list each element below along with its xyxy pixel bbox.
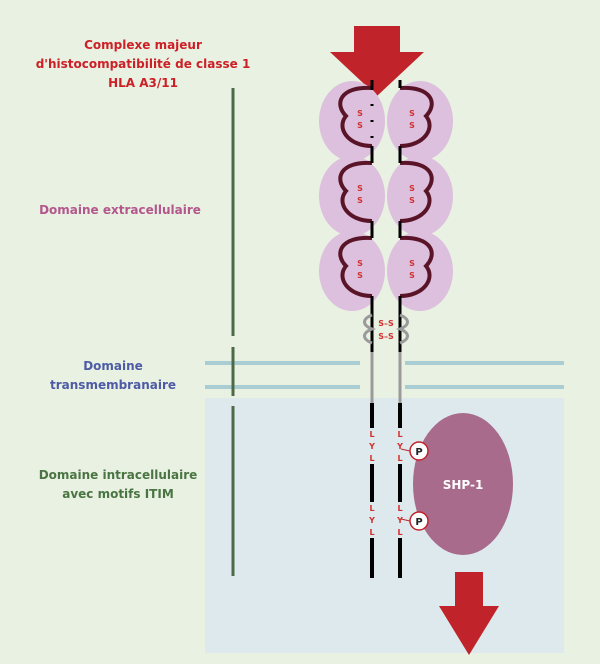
ig-domain-left-2 [319, 156, 385, 236]
itim-y1-left: Y [368, 442, 375, 451]
intradomain-disulfides: S S S S S S S S S S S S [357, 109, 415, 280]
ss-left-3b: S [357, 271, 363, 280]
itim-l1-left-b: L [369, 454, 374, 463]
itim-motifs: L Y L L Y L L Y L L Y L [366, 428, 406, 538]
itim-l2-left-a: L [369, 504, 374, 513]
incoming-signal-arrow [330, 26, 424, 96]
title-line-3: HLA A3/11 [108, 76, 178, 90]
ss-left-3a: S [357, 259, 363, 268]
hinge-region: S–S S–S [363, 313, 409, 345]
transmembrane-label-line-2: transmembranaire [50, 378, 176, 392]
itim-y2-left: Y [368, 516, 375, 525]
shp1-enzyme [413, 413, 513, 555]
itim-l2-right-b: L [397, 528, 402, 537]
intracellular-label-line-1: Domaine intracellulaire [39, 468, 198, 482]
title-line-1: Complexe majeur [84, 38, 202, 52]
ig-domains [319, 80, 453, 315]
itim-y2-right: Y [396, 516, 403, 525]
shp1-label: SHP-1 [443, 478, 484, 492]
ig-domain-left-3 [319, 231, 385, 311]
phosphate-groups: P P [400, 441, 429, 531]
interchain-ss-1: S–S [378, 319, 394, 328]
intracellular-label-line-2: avec motifs ITIM [62, 487, 174, 501]
phosphate-2-label: P [415, 517, 422, 528]
ig-domain-right-3 [387, 231, 453, 311]
ss-left-2a: S [357, 184, 363, 193]
ss-right-1b: S [409, 121, 415, 130]
ss-right-2b: S [409, 196, 415, 205]
intracellular-domain-label: Domaine intracellulaire avec motifs ITIM [39, 468, 198, 501]
extracellular-domain-label: Domaine extracellulaire [39, 203, 201, 217]
ss-left-1a: S [357, 109, 363, 118]
ss-right-3b: S [409, 271, 415, 280]
ss-right-1a: S [409, 109, 415, 118]
ss-left-1b: S [357, 121, 363, 130]
cell-membrane [205, 361, 564, 389]
ss-right-3a: S [409, 259, 415, 268]
itim-y1-right: Y [396, 442, 403, 451]
ig-domain-left-1 [319, 81, 385, 161]
itim-l2-left-b: L [369, 528, 374, 537]
ig-domain-right-1 [387, 81, 453, 161]
itim-l2-right-a: L [397, 504, 402, 513]
interchain-ss-2: S–S [378, 332, 394, 341]
transmembrane-domain-label: Domaine transmembranaire [50, 359, 176, 392]
page-title: Complexe majeur d'histocompatibilité de … [36, 38, 251, 90]
itim-l1-right-a: L [397, 430, 402, 439]
ig-domain-right-2 [387, 156, 453, 236]
outgoing-signal-arrow [439, 572, 499, 655]
ss-right-2a: S [409, 184, 415, 193]
ss-left-2b: S [357, 196, 363, 205]
transmembrane-label-line-1: Domaine [83, 359, 143, 373]
cytoplasm-region [205, 398, 564, 653]
itim-l1-right-b: L [397, 454, 402, 463]
title-line-2: d'histocompatibilité de classe 1 [36, 57, 251, 71]
itim-l1-left-a: L [369, 430, 374, 439]
phosphate-1-label: P [415, 447, 422, 458]
